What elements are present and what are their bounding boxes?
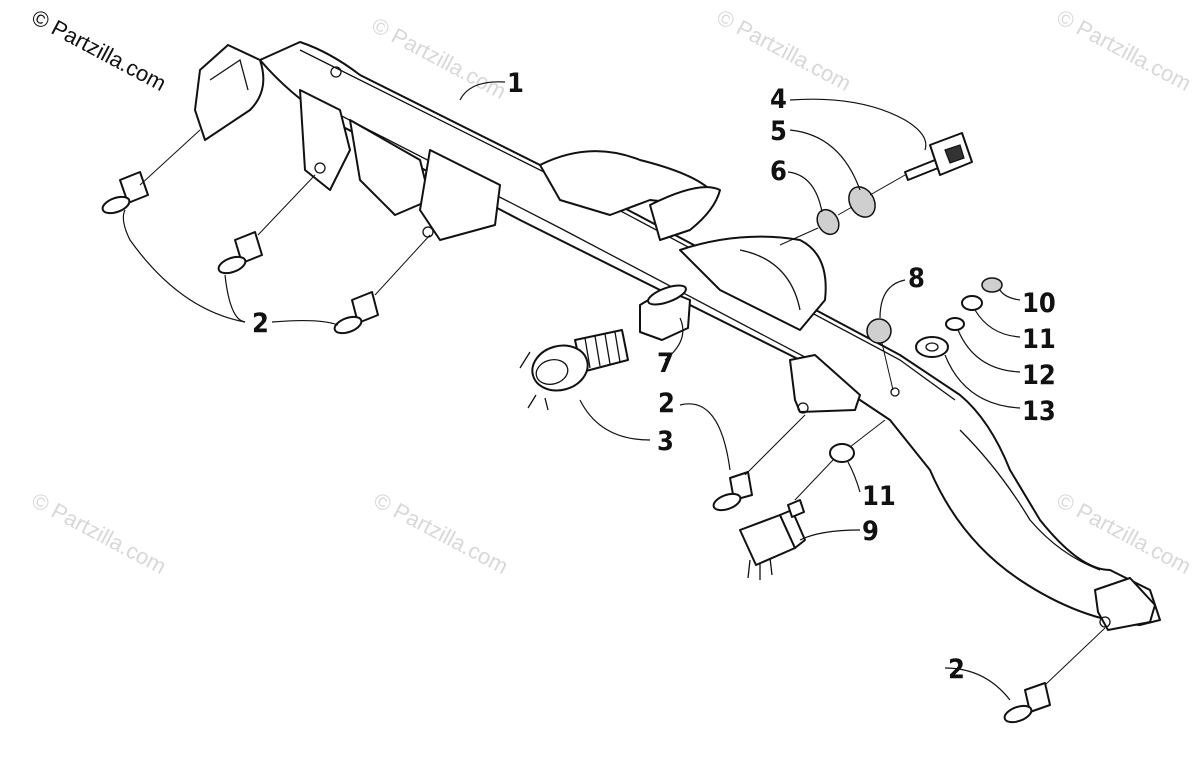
part-4-key [904,132,973,181]
part-9-toggle-switch [739,499,806,580]
callout-1: 1 [507,68,524,99]
callout-7: 7 [657,348,674,379]
callout-2: 2 [948,654,965,685]
screw-4 [712,471,753,512]
callout-8: 8 [908,263,925,294]
part-11-washer-lower [829,443,855,463]
callout-4: 4 [770,84,787,115]
part-3-rotary-switch [519,329,629,411]
part-8-ball-knob [866,318,892,344]
part-1-housing [194,41,1161,631]
callout-10: 10 [1022,288,1056,319]
part-6-nut [816,208,840,236]
part-5-bezel [848,186,876,218]
callout-2: 2 [252,308,269,339]
watermark: © Partzilla.com [713,4,856,96]
callout-2: 2 [658,388,675,419]
callout-9: 9 [862,516,879,547]
callout-6: 6 [770,156,787,187]
part-11-washer [961,295,983,311]
callout-11: 11 [862,481,896,512]
watermark: © Partzilla.com [28,487,171,579]
part-13-washer [915,336,949,358]
callout-numbers: 1 2 2 2 3 4 5 6 7 8 9 10 11 11 12 13 [252,68,1056,685]
screw-1 [101,171,149,215]
leader-lines [122,81,1106,701]
screw-3 [333,291,379,335]
screw-2 [217,231,263,275]
part-2-screws [101,171,1051,724]
watermark: © Partzilla.com [1053,4,1196,96]
part-12-lockwasher [945,317,965,331]
callout-5: 5 [770,116,787,147]
callout-11: 11 [1022,324,1056,355]
part-7-knob [639,284,691,341]
callout-3: 3 [657,426,674,457]
watermark: © Partzilla.com [370,487,513,579]
screw-5 [1003,682,1051,724]
callout-12: 12 [1022,360,1056,391]
callout-13: 13 [1022,396,1056,427]
part-10-nut [981,277,1003,293]
copyright-label: © Partzilla.com [28,4,171,96]
